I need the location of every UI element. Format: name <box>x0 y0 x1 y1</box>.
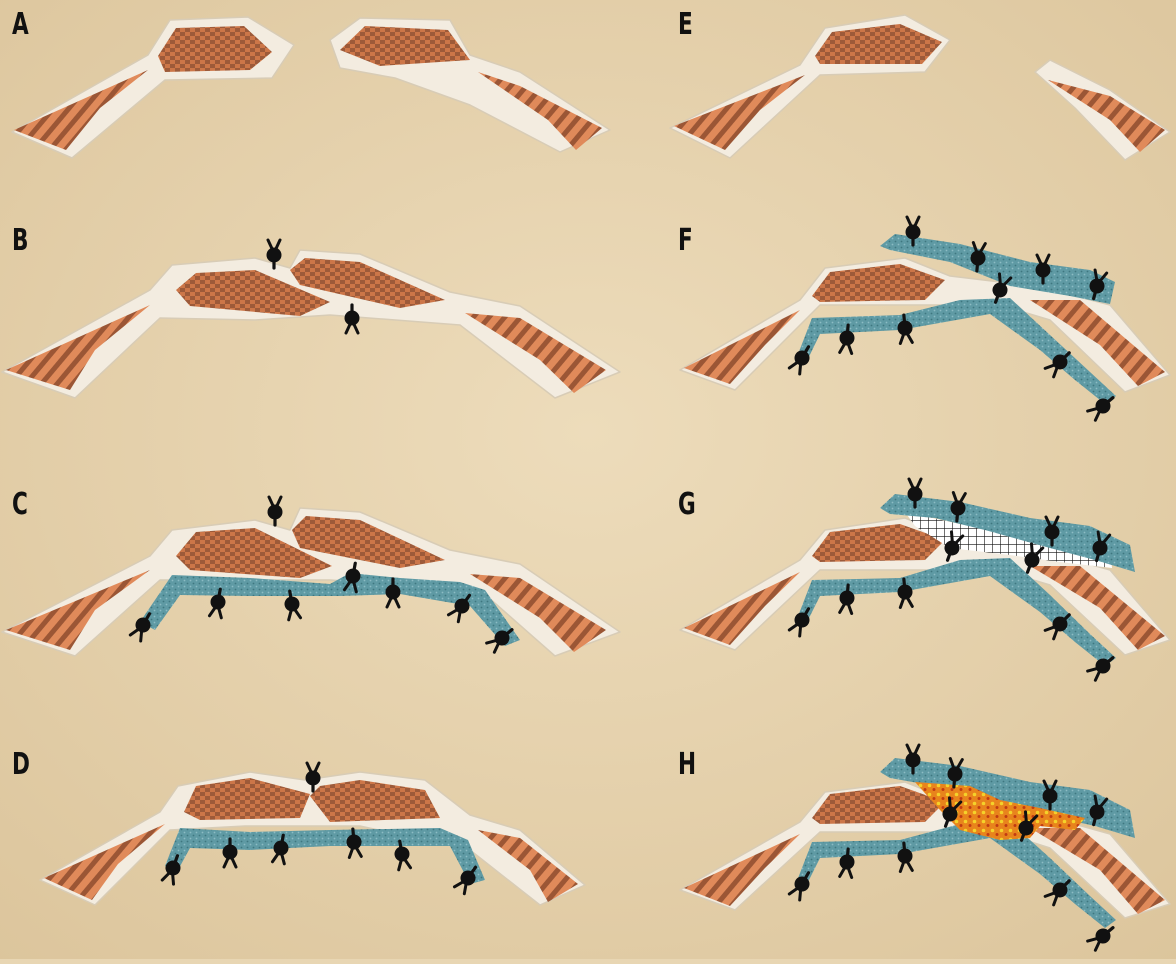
marker-head <box>306 771 321 786</box>
panel-label-a: A <box>12 10 29 40</box>
panel-label-b: B <box>12 226 28 256</box>
marker-head <box>1036 263 1051 278</box>
marker-head <box>345 311 360 326</box>
marker-head <box>267 248 282 263</box>
marker-head <box>386 585 401 600</box>
panel-label-e: E <box>678 10 693 40</box>
panel-label-h: H <box>678 750 696 780</box>
marker-head <box>906 225 921 240</box>
marker-head <box>1045 525 1060 540</box>
panel-label-f: F <box>678 226 693 256</box>
marker-head <box>268 505 283 520</box>
marker-head <box>906 753 921 768</box>
marker-head <box>908 487 923 502</box>
marker-head <box>1043 789 1058 804</box>
panel-label-d: D <box>12 750 30 780</box>
panel-label-g: G <box>678 490 696 520</box>
panel-label-c: C <box>12 490 28 520</box>
marker-head <box>223 845 238 860</box>
